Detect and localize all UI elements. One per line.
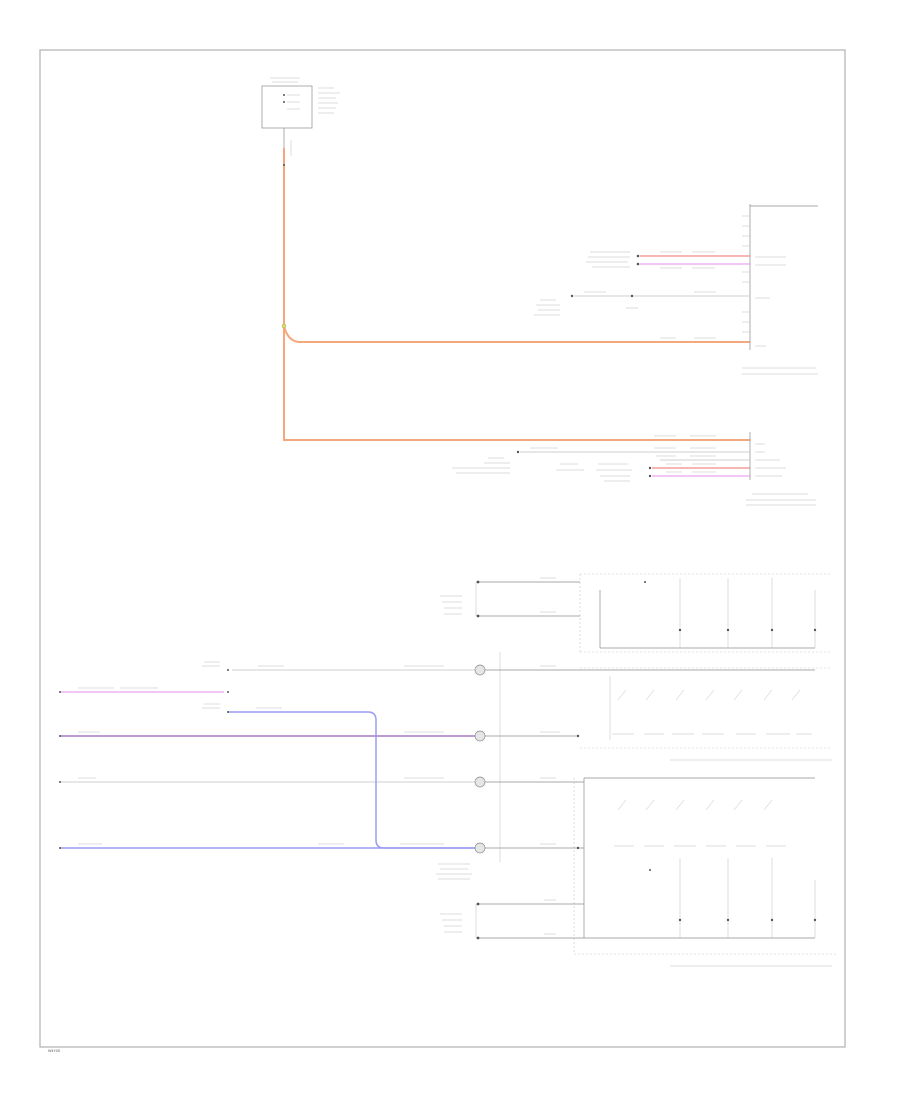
- upper-signal-wires: [534, 251, 750, 339]
- top-fuse-box: [261, 77, 340, 129]
- switch-contacts-top: [580, 669, 815, 740]
- middle-right-module: [452, 432, 816, 506]
- lower-switch-block: [440, 667, 836, 967]
- upper-right-module: [742, 204, 818, 375]
- upper-switch-block: [440, 573, 832, 653]
- page-border: [39, 49, 846, 1048]
- blue-wire: [228, 711, 480, 849]
- orange-wire-upper: [283, 325, 750, 343]
- footer-code: W4Y0S: [48, 1049, 61, 1053]
- switch-contacts-bottom: [614, 799, 786, 847]
- left-harness-wires: [59, 661, 480, 849]
- orange-wire-lower: [283, 148, 750, 441]
- connector-nodes: [436, 652, 584, 880]
